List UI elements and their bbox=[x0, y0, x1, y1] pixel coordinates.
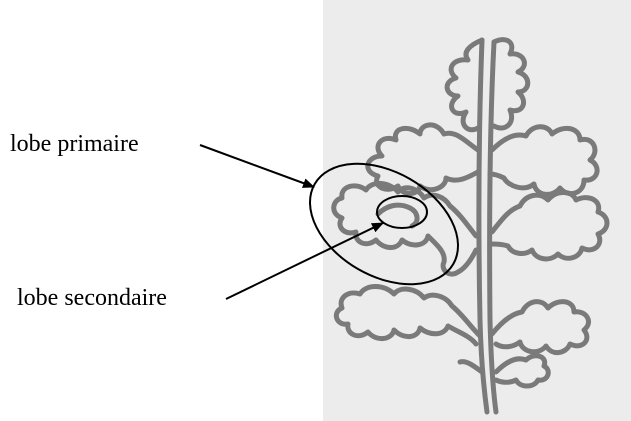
primary-lobe-label: lobe primaire bbox=[10, 131, 139, 157]
primary-label-arrow bbox=[200, 145, 314, 187]
secondary-lobe-label: lobe secondaire bbox=[17, 285, 167, 311]
